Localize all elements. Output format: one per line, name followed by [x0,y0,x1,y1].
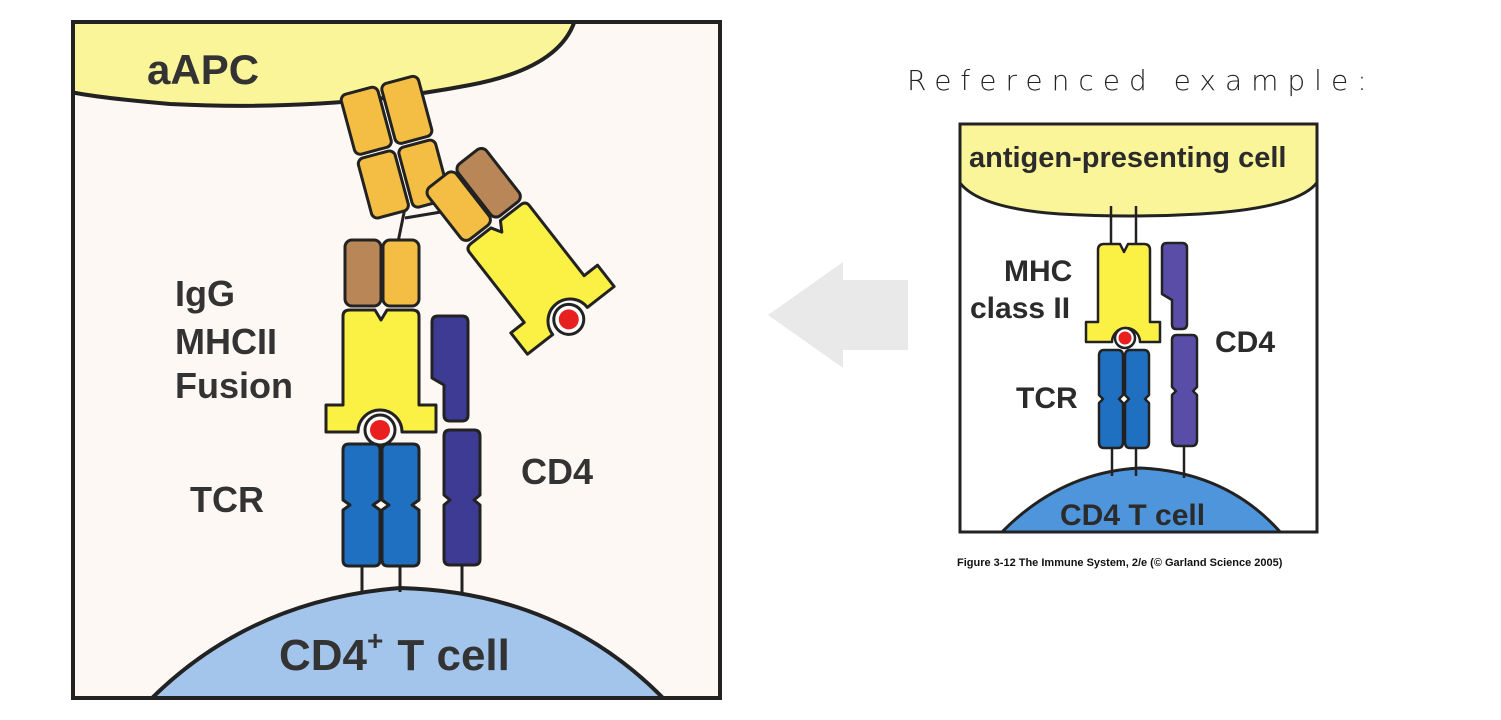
cd4-coreceptor [430,314,482,594]
aapc-cell [73,22,577,108]
figure-caption: Figure 3-12 The Immune System, 2/e (© Ga… [957,557,1283,569]
fusion-label-line1: IgG [175,273,235,314]
mhc-label-line1: MHC [1004,255,1072,288]
mhcii-fusion-right [425,146,616,356]
mhc-stalks [1109,206,1138,246]
cd4-label: CD4 [1215,326,1275,359]
igg-fab-left [343,238,421,308]
tcr [1097,348,1151,476]
arrow-left-icon [768,262,908,368]
cd4-label: CD4 [521,451,593,492]
apc-label: antigen-presenting cell [969,142,1286,174]
fusion-label-line3: Fusion [175,365,293,406]
referenced-example-title: Referenced example: [907,64,1376,97]
mhc-label-line2: class II [970,292,1070,325]
mhcii-fusion-left [324,308,438,447]
tcr-label: TCR [1016,382,1078,415]
cd4 [1160,241,1199,478]
left-panel-border [71,20,722,700]
right-panel: Referenced example: ant [907,64,1376,569]
tcr-label: TCR [190,479,264,520]
apc-cell [960,124,1317,218]
t-cell [999,466,1283,532]
t-cell-label: CD4 T cell [1060,499,1205,532]
aapc-label: aAPC [147,46,259,93]
tcell-label: CD4+T cell [279,625,510,680]
tcr-receptor [341,442,421,592]
right-panel-border [958,122,1319,534]
fusion-label-line2: MHCII [175,321,277,362]
left-panel: aAPC IgG MHCII Fusion TCR CD4 CD4+T cell [71,20,722,700]
